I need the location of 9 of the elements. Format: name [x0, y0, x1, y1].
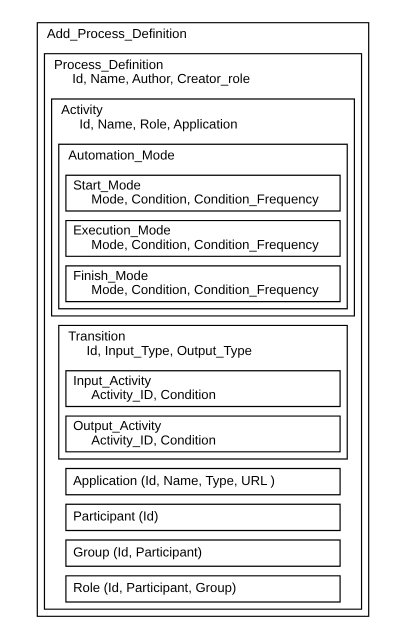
node-box: Role (Id, Participant, Group) — [64, 575, 340, 603]
node-box: Application (Id, Name, Type, URL ) — [64, 468, 340, 496]
node-box: Start_Mode Mode, Condition, Condition_Frequency — [64, 174, 340, 212]
node-box: Execution_Mode Mode, Condition, Condition_Frequency — [64, 220, 340, 257]
node-box: Input_Activity Activity_ID, Condition — [64, 370, 340, 408]
node-box: Participant (Id) — [64, 504, 340, 532]
node-box: Output_Activity Activity_ID, Condition — [64, 415, 340, 452]
node-box: Group (Id, Participant) — [64, 539, 340, 567]
node-box: Finish_Mode Mode, Condition, Condition_Frequency — [64, 265, 340, 302]
